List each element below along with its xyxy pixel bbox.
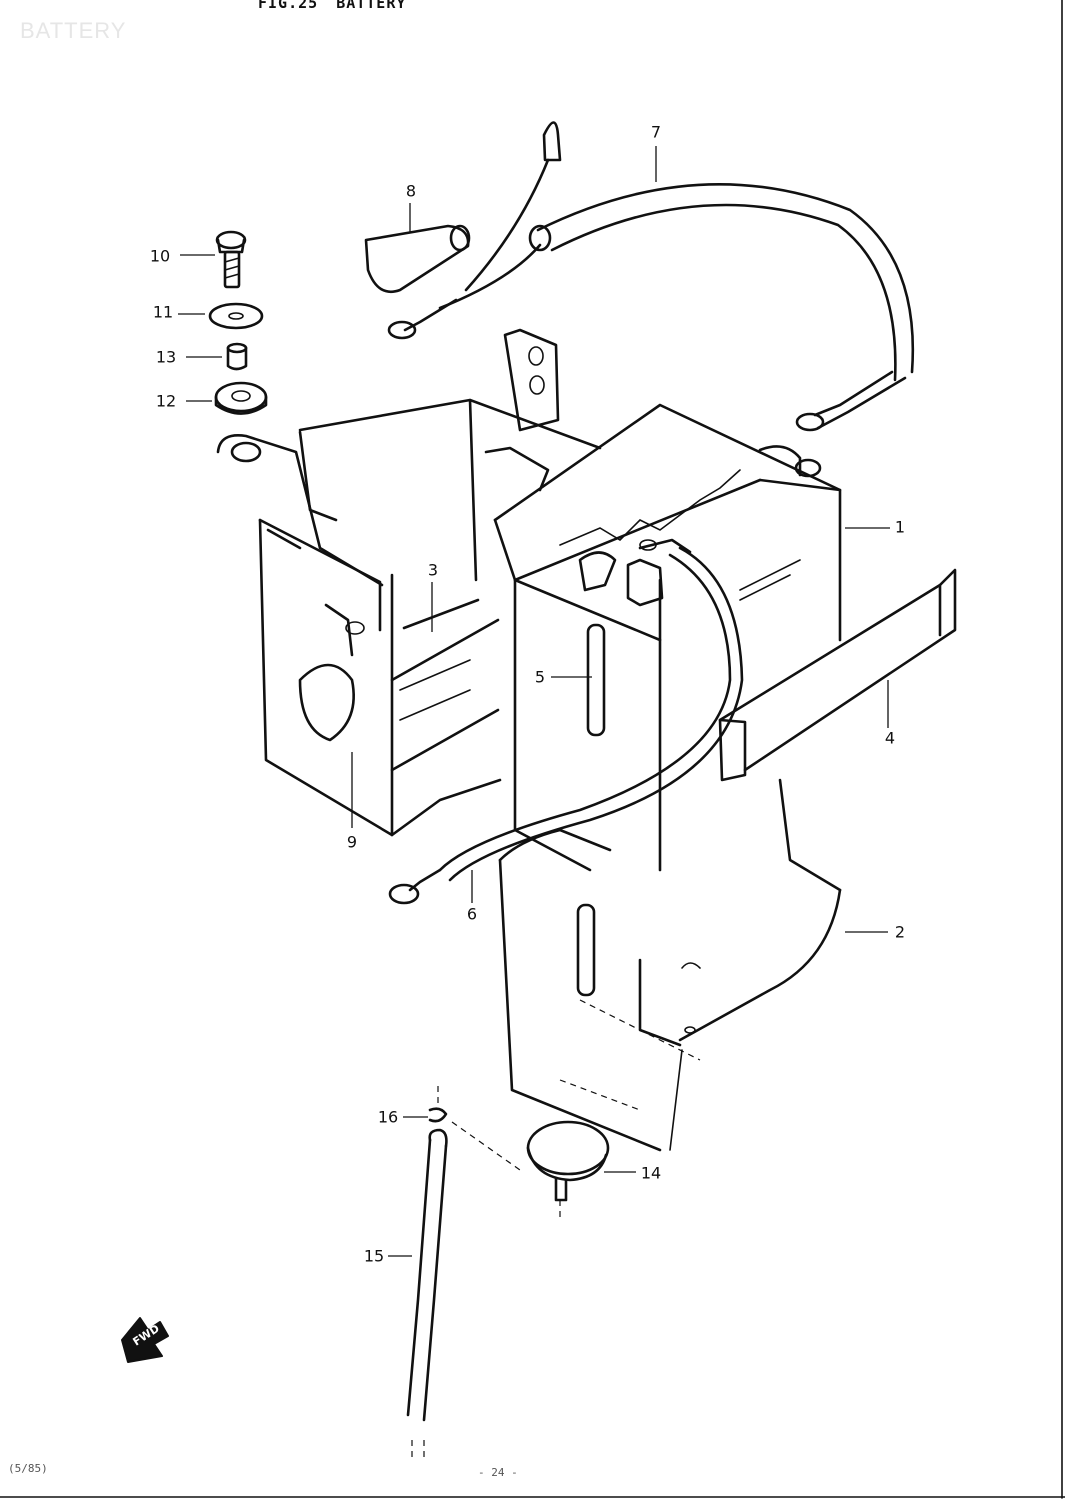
- callout-1: 1: [894, 517, 906, 537]
- callout-11: 11: [152, 302, 174, 322]
- footer-page-number: - 24 -: [478, 1466, 518, 1479]
- callout-3: 3: [427, 560, 439, 580]
- callout-5: 5: [534, 667, 546, 687]
- vent-tube-part-5: [586, 623, 606, 737]
- washer-part-11: [208, 302, 264, 330]
- callout-9: 9: [346, 832, 358, 852]
- callout-8: 8: [405, 181, 417, 201]
- callout-15: 15: [363, 1246, 385, 1266]
- fwd-direction-arrow: FWD: [121, 1317, 169, 1363]
- battery-part-1: [493, 403, 842, 872]
- callout-10: 10: [149, 246, 171, 266]
- callout-2: 2: [894, 922, 906, 942]
- terminal-cover-part-8: [364, 224, 471, 294]
- callout-16: 16: [377, 1107, 399, 1127]
- battery-holder-part-9: [216, 328, 602, 837]
- figure-number: FIG.25: [258, 0, 319, 12]
- watermark: BATTERY: [20, 18, 127, 43]
- bolt-part-10: [215, 230, 247, 289]
- callout-12: 12: [155, 391, 177, 411]
- grommet-part-12: [214, 381, 268, 415]
- callout-13: 13: [155, 347, 177, 367]
- clamp-part-16: [428, 1086, 521, 1171]
- callout-14: 14: [640, 1163, 662, 1183]
- figure-title: FIG.25 BATTERY: [258, 0, 424, 12]
- collar-part-13: [226, 342, 248, 371]
- cap-part-14: [526, 1120, 610, 1222]
- breather-hose-part-15: [406, 1128, 448, 1462]
- battery-band-part-4: [718, 568, 957, 782]
- leader-lines: [178, 146, 890, 1257]
- footer-revision: (5/85): [8, 1462, 48, 1475]
- callout-6: 6: [466, 904, 478, 924]
- positive-lead-wire-part-7: [387, 121, 915, 432]
- negative-lead-wire-part-6: [388, 538, 744, 905]
- callout-4: 4: [884, 728, 896, 748]
- callout-7: 7: [650, 122, 662, 142]
- battery-case-part-2: [498, 778, 842, 1152]
- figure-name: BATTERY: [336, 0, 407, 12]
